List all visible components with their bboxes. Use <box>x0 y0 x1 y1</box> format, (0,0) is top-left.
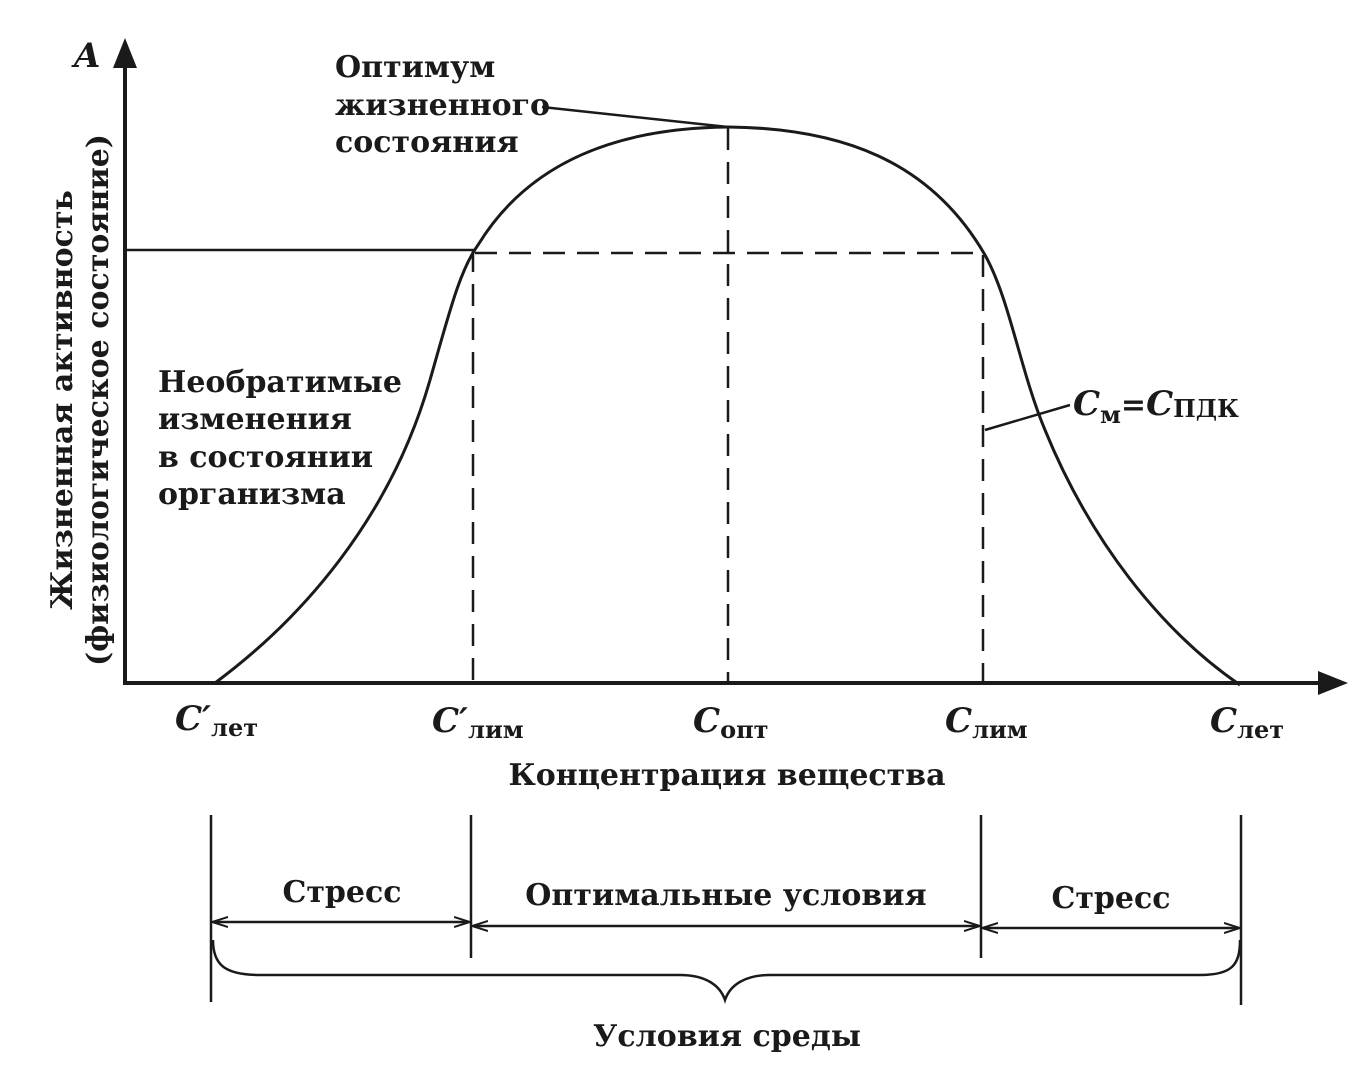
tick-lethal-right: Cлет <box>1210 701 1284 744</box>
tick-lethal-right-sub: лет <box>1237 715 1284 744</box>
tick-optimum-sym: C <box>693 701 720 741</box>
tolerance-curve <box>214 125 1241 687</box>
mpc-right-sym: C <box>1146 384 1173 424</box>
optimum-leader <box>541 105 729 129</box>
zone-stress-right: Стресс <box>1051 881 1170 916</box>
tick-optimum-sub: опт <box>720 715 768 744</box>
tick-lethal-right-sym: C <box>1210 701 1237 741</box>
tick-optimum: Cопт <box>693 701 769 744</box>
tick-lethal-left-sym: C′ <box>175 699 211 739</box>
zone-optimal: Оптимальные условия <box>525 878 926 913</box>
irreversible-line2: изменения <box>158 402 352 437</box>
tick-limit-left: C′лим <box>432 701 524 744</box>
zone-environment: Условия среды <box>593 1019 861 1054</box>
y-axis-label-line1: Жизненная активность <box>45 190 80 610</box>
mpc-left-sym: C <box>1073 384 1100 424</box>
irreversible-line3: в состоянии <box>158 440 373 475</box>
tick-limit-right: Cлим <box>945 701 1028 744</box>
tick-limit-right-sub: лим <box>972 715 1028 744</box>
mpc-leader <box>984 403 1071 432</box>
tick-limit-right-sym: C <box>945 701 972 741</box>
tick-lethal-left-sub: лет <box>211 713 258 742</box>
optimum-line2: жизненного <box>335 88 550 123</box>
tick-lethal-left: C′лет <box>175 699 258 742</box>
optimum-line3: состояния <box>335 125 519 160</box>
y-axis-arrow-icon <box>113 38 137 68</box>
mpc-right-sub: ПДК <box>1173 394 1239 423</box>
x-axis-label: Концентрация вещества <box>508 758 945 793</box>
zone-stress-left: Стресс <box>282 875 401 910</box>
mpc-label: Cм=CПДК <box>1073 384 1239 429</box>
mpc-left-sub: м <box>1100 400 1121 429</box>
irreversible-line4: организма <box>158 477 346 512</box>
x-axis-arrow-icon <box>1318 671 1348 695</box>
y-axis-label-line2: (физиологическое состояние) <box>81 134 116 666</box>
optimum-line1: Оптимум <box>335 50 495 85</box>
y-axis-letter: A <box>71 36 100 76</box>
irreversible-line1: Необратимые <box>158 365 402 400</box>
mpc-equals: = <box>1121 388 1146 423</box>
tick-limit-left-sub: лим <box>468 715 524 744</box>
tick-limit-left-sym: C′ <box>432 701 468 741</box>
environment-brace <box>211 939 1242 1004</box>
